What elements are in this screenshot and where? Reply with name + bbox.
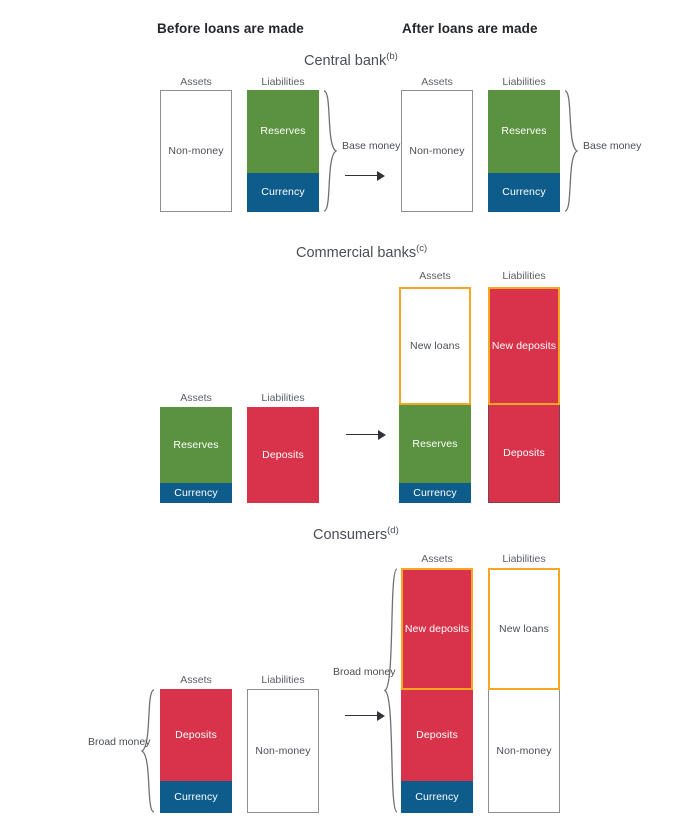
comm-after-deposits: Deposits: [488, 405, 560, 503]
caption-cb-before-assets: Assets: [180, 76, 212, 88]
cons-before-brace: [140, 689, 156, 813]
comm-after-new-deposits: New deposits: [488, 287, 560, 405]
comm-after-liabilities-stack: New deposits Deposits: [488, 287, 560, 503]
caption-cons-after-assets: Assets: [421, 553, 453, 565]
section-note-commercial-banks: (c): [416, 243, 428, 254]
comm-before-liabilities-stack: Deposits: [247, 407, 319, 503]
cons-after-non-money: Non-money: [488, 690, 560, 813]
cons-before-liabilities-stack: Non-money: [247, 689, 319, 813]
cb-after-brace-label: Base money: [583, 140, 641, 153]
cb-after-assets-stack: Non-money: [401, 90, 473, 212]
comm-after-reserves: Reserves: [399, 405, 471, 483]
section-title-central-bank: Central bank(b): [304, 51, 398, 69]
section-title-commercial-banks: Commercial banks(c): [296, 243, 427, 261]
cons-transition-brace-label: Broad money: [333, 666, 395, 679]
cons-before-brace-label-text: Broad money: [88, 736, 151, 748]
cb-after-reserves: Reserves: [488, 90, 560, 173]
comm-before-deposits: Deposits: [247, 407, 319, 503]
cb-before-brace-label: Base money: [342, 140, 400, 153]
cb-before-brace: [322, 90, 338, 212]
cb-before-assets-non-money: Non-money: [160, 90, 232, 212]
section-title-consumers: Consumers(d): [313, 525, 399, 543]
comm-before-reserves: Reserves: [160, 407, 232, 483]
cons-after-new-deposits: New deposits: [401, 568, 473, 690]
section-note-consumers: (d): [387, 525, 399, 536]
header-before-loans: Before loans are made: [157, 21, 304, 36]
comm-before-assets-stack: Reserves Currency: [160, 407, 232, 503]
comm-after-currency: Currency: [399, 483, 471, 503]
cons-before-brace-label: Broad money: [88, 736, 150, 749]
caption-cb-before-liabilities: Liabilities: [261, 76, 305, 88]
caption-cons-after-liabilities: Liabilities: [502, 553, 546, 565]
cons-before-assets-stack: Deposits Currency: [160, 689, 232, 813]
section-note-central-bank: (b): [386, 51, 398, 62]
caption-comm-before-liabilities: Liabilities: [261, 392, 305, 404]
cons-after-currency: Currency: [401, 781, 473, 813]
cons-after-new-loans: New loans: [488, 568, 560, 690]
cb-after-brace-label-text: Base money: [583, 140, 642, 152]
caption-cons-before-liabilities: Liabilities: [261, 674, 305, 686]
cb-after-currency: Currency: [488, 173, 560, 212]
cb-before-reserves: Reserves: [247, 90, 319, 173]
header-after-loans: After loans are made: [402, 21, 538, 36]
cb-before-assets-stack: Non-money: [160, 90, 232, 212]
caption-comm-before-assets: Assets: [180, 392, 212, 404]
comm-before-currency: Currency: [160, 483, 232, 503]
cb-after-liabilities-stack: Reserves Currency: [488, 90, 560, 212]
section-title-consumers-text: Consumers: [313, 526, 388, 543]
cons-after-brace: [383, 568, 399, 813]
caption-comm-after-assets: Assets: [419, 270, 451, 282]
caption-cb-after-liabilities: Liabilities: [502, 76, 546, 88]
caption-cb-after-assets: Assets: [421, 76, 453, 88]
cb-after-assets-non-money: Non-money: [401, 90, 473, 212]
cb-before-currency: Currency: [247, 173, 319, 212]
cons-after-assets-stack: New deposits Deposits Currency: [401, 568, 473, 813]
cb-after-brace: [563, 90, 579, 212]
cons-before-non-money: Non-money: [247, 689, 319, 813]
cb-before-brace-label-text: Base money: [342, 140, 401, 152]
cons-after-liabilities-stack: New loans Non-money: [488, 568, 560, 813]
cb-before-liabilities-stack: Reserves Currency: [247, 90, 319, 212]
cons-after-deposits: Deposits: [401, 690, 473, 781]
cons-transition-arrow: [345, 711, 385, 721]
cb-transition-arrow: [345, 171, 385, 181]
cons-transition-brace-label-text: Broad money: [333, 666, 396, 678]
caption-comm-after-liabilities: Liabilities: [502, 270, 546, 282]
cons-before-currency: Currency: [160, 781, 232, 813]
caption-cons-before-assets: Assets: [180, 674, 212, 686]
comm-after-new-loans: New loans: [399, 287, 471, 405]
cons-before-deposits: Deposits: [160, 689, 232, 781]
comm-after-assets-stack: New loans Reserves Currency: [399, 287, 471, 503]
section-title-central-bank-text: Central bank: [304, 52, 387, 69]
section-title-commercial-banks-text: Commercial banks: [296, 244, 417, 261]
comm-transition-arrow: [346, 430, 386, 440]
